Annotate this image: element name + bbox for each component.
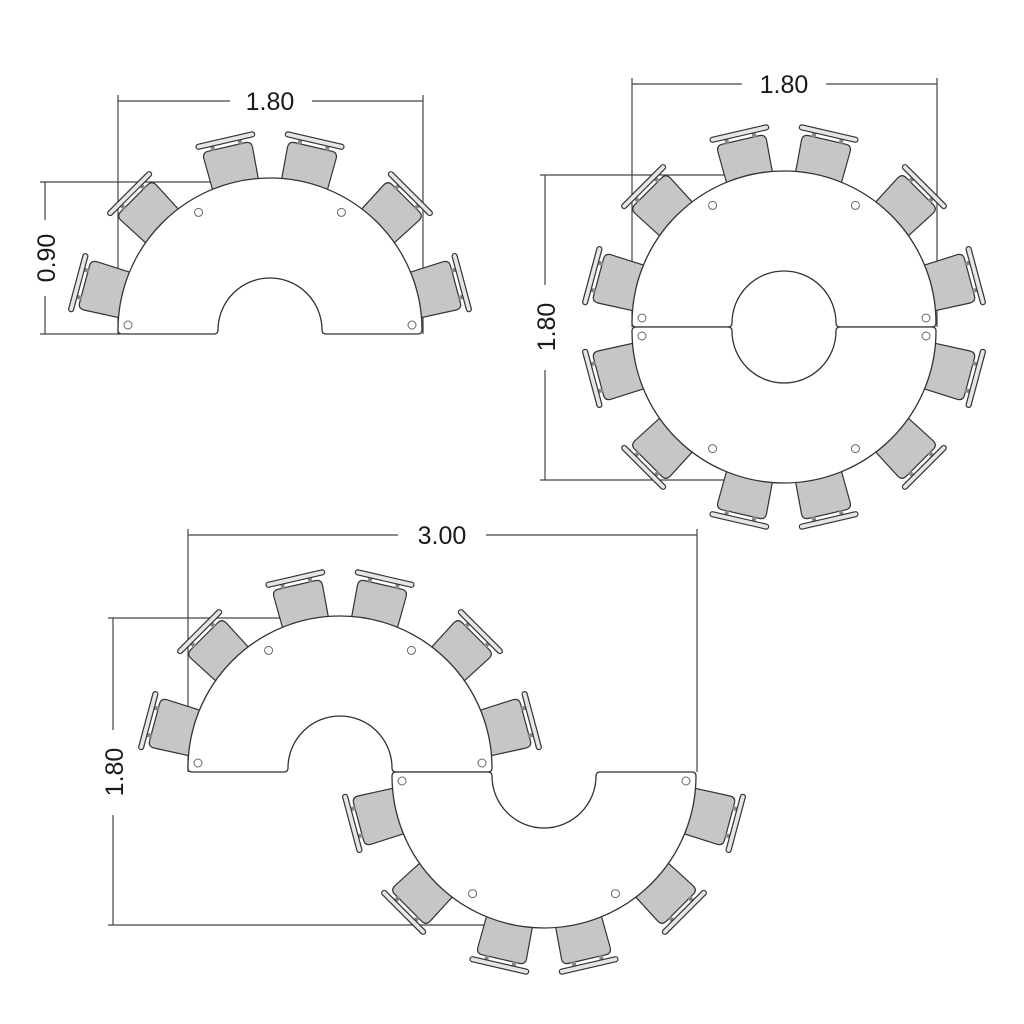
chair-backrest <box>965 245 986 306</box>
bolt-hole <box>264 645 274 655</box>
chair-backrest <box>284 131 345 150</box>
chair-backrest <box>354 569 415 588</box>
half-table-depth-label: 0.90 <box>33 234 61 283</box>
round-table-bottom-half <box>582 326 986 530</box>
half-table-width-label: 1.80 <box>246 88 295 116</box>
chair-backrest <box>342 793 363 854</box>
bolt-hole <box>637 313 647 323</box>
chair-backrest <box>621 444 667 490</box>
table-top <box>391 771 697 929</box>
chair-backrest <box>451 252 472 313</box>
bolt-hole <box>193 758 203 768</box>
bolt-hole <box>708 200 718 210</box>
chair-backrest <box>621 164 667 210</box>
round-table-width-label: 1.80 <box>760 71 809 99</box>
s-table-bottom-half <box>342 771 746 975</box>
chair-backrest <box>469 956 530 975</box>
bolt-hole <box>194 207 204 217</box>
chair-backrest <box>798 511 859 530</box>
bolt-hole <box>850 444 860 454</box>
chair-backrest <box>965 348 986 409</box>
chair-backrest <box>457 609 503 655</box>
bolt-hole <box>468 889 478 899</box>
s-table-top-half <box>138 569 542 773</box>
chair-backrest <box>709 124 770 143</box>
chair-backrest <box>521 690 542 751</box>
chair-backrest <box>901 164 947 210</box>
bolt-hole <box>336 207 346 217</box>
bolt-hole <box>407 320 417 330</box>
bolt-hole <box>708 444 718 454</box>
chair-backrest <box>582 245 603 306</box>
chair-backrest <box>798 124 859 143</box>
bolt-hole <box>921 331 931 341</box>
chair-backrest <box>582 348 603 409</box>
bolt-hole <box>123 320 133 330</box>
chair-backrest <box>68 252 89 313</box>
chair-backrest <box>558 956 619 975</box>
furniture <box>68 124 986 975</box>
chair-backrest <box>138 690 159 751</box>
bolt-hole <box>397 776 407 786</box>
round-table-top-half <box>582 124 986 328</box>
bolt-hole <box>921 313 931 323</box>
table-top <box>631 326 937 484</box>
bolt-hole <box>477 758 487 768</box>
chair-backrest <box>195 131 256 150</box>
chair-backrest <box>177 609 223 655</box>
bolt-hole <box>850 200 860 210</box>
chair-backrest <box>661 889 707 935</box>
chair-backrest <box>725 793 746 854</box>
chair-backrest <box>107 171 153 217</box>
bolt-hole <box>610 889 620 899</box>
s-table-width-label: 3.00 <box>418 522 467 550</box>
chair-backrest <box>381 889 427 935</box>
table-top <box>117 177 423 335</box>
chair-backrest <box>265 569 326 588</box>
bolt-hole <box>637 331 647 341</box>
chair-backrest <box>709 511 770 530</box>
round-table-depth-label: 1.80 <box>533 303 561 352</box>
dimension-labels: 1.80 0.90 1.80 1.80 3.00 1.80 <box>33 71 808 796</box>
half-round-table <box>68 131 472 335</box>
bolt-hole <box>681 776 691 786</box>
chair-backrest <box>387 171 433 217</box>
chair-backrest <box>901 444 947 490</box>
bolt-hole <box>406 645 416 655</box>
s-table-depth-label: 1.80 <box>101 748 129 797</box>
